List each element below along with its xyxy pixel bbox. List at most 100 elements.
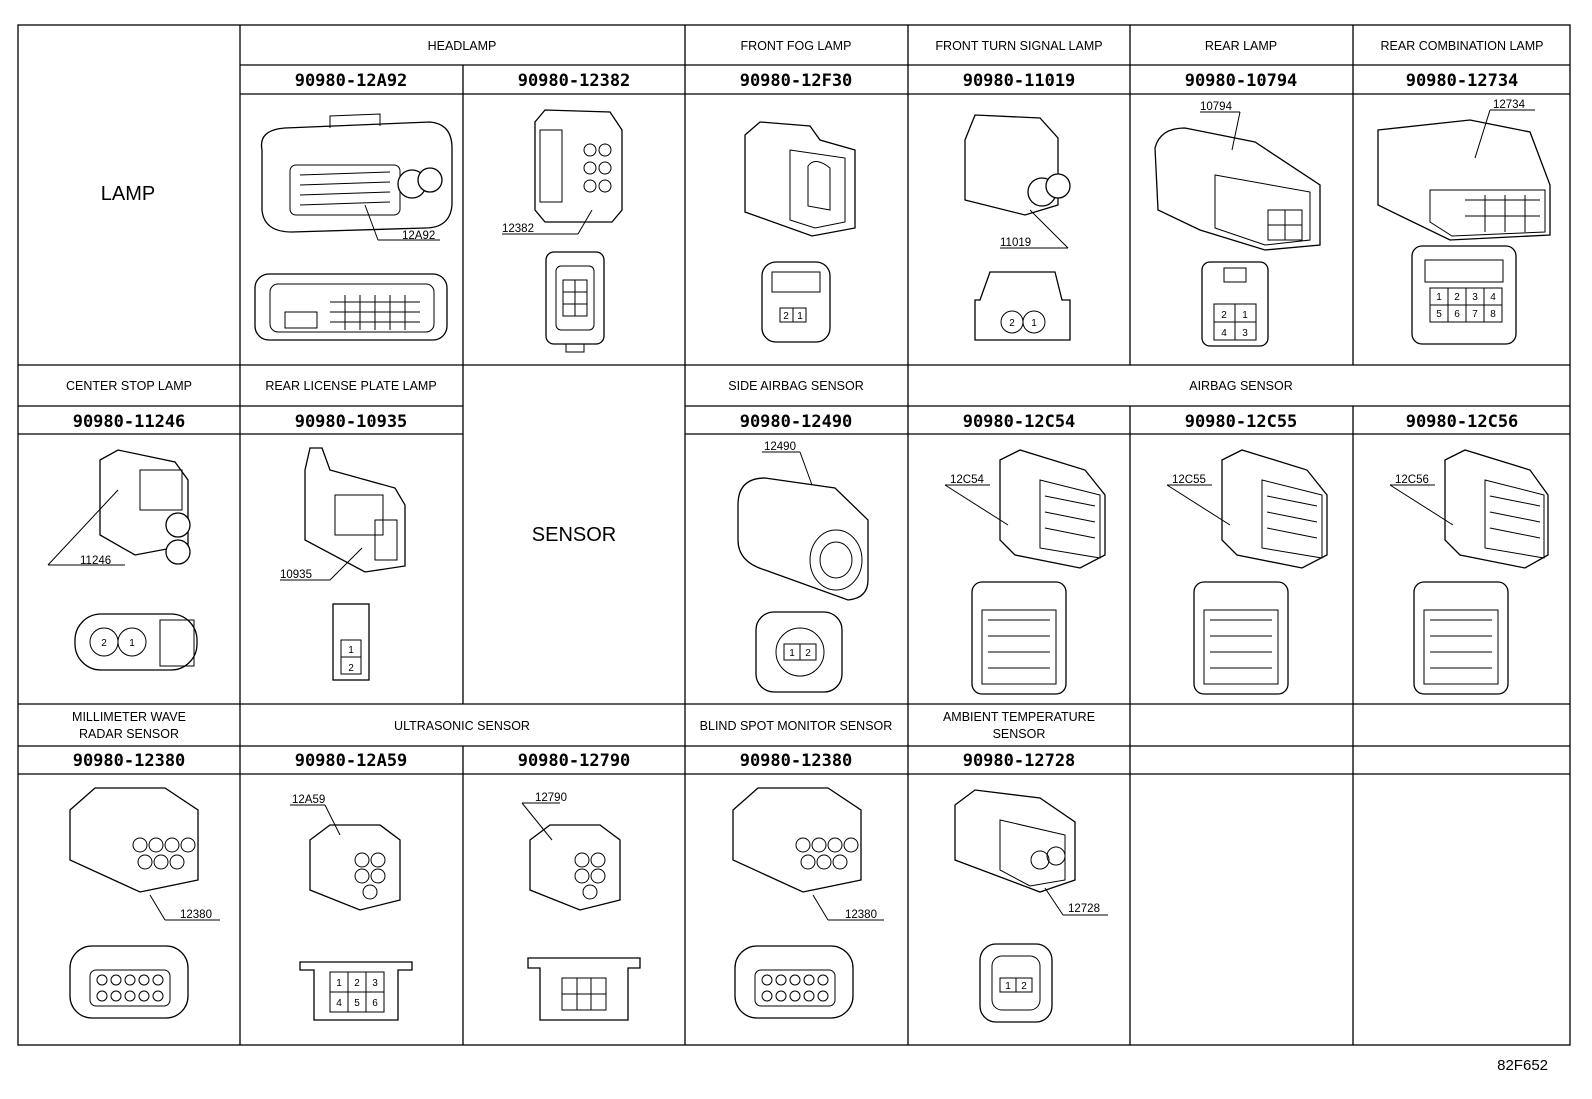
pin-label: 1 [1031, 318, 1037, 329]
connector-12790-drawing: 12790 [521, 792, 641, 1021]
header-front-fog-lamp: FRONT FOG LAMP [741, 39, 852, 53]
connector-12382-drawing: 12382 [502, 109, 623, 353]
header-ambient-sensor: SENSOR [993, 727, 1046, 741]
connector-tag: 12C54 [950, 474, 984, 486]
connector-12734-drawing: 12734 1 2 3 4 5 6 7 8 [1377, 99, 1551, 345]
header-side-airbag-sensor: SIDE AIRBAG SENSOR [728, 379, 863, 393]
part-number: 90980-12728 [963, 751, 1076, 771]
connector-tag: 12490 [764, 441, 796, 453]
pin-label: 6 [1454, 309, 1460, 320]
pin-label: 1 [336, 978, 342, 989]
part-number: 90980-12490 [740, 412, 853, 432]
pin-label: 1 [797, 311, 803, 322]
header-rear-combination-lamp: REAR COMBINATION LAMP [1381, 39, 1544, 53]
pin-label: 4 [336, 998, 342, 1009]
pin-label: 1 [789, 648, 795, 659]
connector-tag: 12380 [180, 909, 212, 921]
pin-label: 3 [1242, 328, 1248, 339]
table-grid [17, 24, 1571, 1046]
header-front-turn-signal-lamp: FRONT TURN SIGNAL LAMP [935, 39, 1102, 53]
pin-label: 2 [1221, 310, 1227, 321]
header-center-stop-lamp: CENTER STOP LAMP [66, 379, 192, 393]
header-rear-lamp: REAR LAMP [1205, 39, 1277, 53]
pin-label: 2 [805, 648, 811, 659]
pin-label: 1 [1242, 310, 1248, 321]
connector-tag: 12734 [1493, 99, 1526, 111]
part-number: 90980-12790 [518, 751, 631, 771]
connector-tag: 12728 [1068, 903, 1100, 915]
pin-label: 4 [1221, 328, 1227, 339]
connector-10794-drawing: 10794 2 1 4 3 [1154, 101, 1321, 347]
pin-label: 2 [348, 663, 354, 674]
part-number: 90980-11019 [963, 71, 1076, 91]
pin-label: 6 [372, 998, 378, 1009]
pin-label: 1 [1436, 292, 1442, 303]
pin-label: 2 [354, 978, 360, 989]
connector-tag: 11019 [1000, 237, 1031, 249]
connector-12F30-drawing: 2 1 [744, 121, 856, 343]
pin-label: 3 [1472, 292, 1478, 303]
pin-label: 7 [1472, 309, 1478, 320]
connector-tag: 10935 [280, 569, 312, 581]
connector-tag: 12A59 [292, 794, 325, 806]
pin-label: 1 [348, 645, 354, 656]
pin-label: 1 [129, 638, 135, 649]
pin-label: 4 [1490, 292, 1496, 303]
header-ultrasonic-sensor: ULTRASONIC SENSOR [394, 719, 530, 733]
pin-label: 5 [1436, 309, 1442, 320]
part-number: 90980-12A92 [295, 71, 408, 91]
header-ambient-temperature: AMBIENT TEMPERATURE [943, 710, 1095, 724]
header-headlamp: HEADLAMP [428, 39, 497, 53]
part-number: 90980-12380 [740, 751, 853, 771]
connector-tag: 12C56 [1395, 474, 1429, 486]
connector-10935-drawing: 10935 1 2 [280, 447, 406, 681]
header-airbag-sensor: AIRBAG SENSOR [1189, 379, 1293, 393]
connector-tag: 11246 [80, 555, 111, 567]
pin-label: 8 [1490, 309, 1496, 320]
connector-11019-drawing: 11019 2 1 [964, 114, 1071, 341]
connector-tag: 12790 [535, 792, 567, 804]
connector-12C54-drawing: 12C54 [944, 449, 1106, 695]
pin-label: 1 [1005, 981, 1011, 992]
connector-11246-drawing: 11246 2 1 [47, 449, 198, 671]
connector-12490-drawing: 12490 1 2 [737, 441, 869, 693]
pin-label: 5 [354, 998, 360, 1009]
part-number: 90980-12C56 [1406, 412, 1519, 432]
header-blind-spot-monitor-sensor: BLIND SPOT MONITOR SENSOR [700, 719, 893, 733]
connector-12380-bsm-drawing: 12380 [732, 787, 884, 1019]
part-number: 90980-12F30 [740, 71, 853, 91]
part-number: 90980-12A59 [295, 751, 408, 771]
figure-code: 82F652 [1497, 1057, 1548, 1074]
pin-label: 3 [372, 978, 378, 989]
part-number: 90980-12C54 [963, 412, 1076, 432]
part-number: 90980-10935 [295, 412, 408, 432]
connector-12A59-drawing: 12A59 1 2 3 4 5 6 [290, 794, 413, 1021]
connector-tag: 12382 [502, 223, 534, 235]
pin-label: 2 [1009, 318, 1015, 329]
connector-12728-drawing: 12728 1 2 [954, 789, 1108, 1023]
header-millimeter-wave: MILLIMETER WAVE [72, 710, 186, 724]
group-label-lamp: LAMP [101, 183, 155, 205]
part-number: 90980-10794 [1185, 71, 1298, 91]
connector-tag: 12C55 [1172, 474, 1206, 486]
connector-12A92-drawing: 12A92 [254, 113, 453, 341]
pin-label: 2 [1021, 981, 1027, 992]
pin-label: 2 [1454, 292, 1460, 303]
part-number: 90980-12382 [518, 71, 631, 91]
connector-12C56-drawing: 12C56 [1389, 449, 1549, 695]
connector-tag: 12380 [845, 909, 877, 921]
header-radar-sensor: RADAR SENSOR [79, 727, 179, 741]
part-number: 90980-12380 [73, 751, 186, 771]
header-rear-license-plate-lamp: REAR LICENSE PLATE LAMP [265, 379, 436, 393]
connector-tag: 12A92 [402, 230, 435, 242]
connector-12380-drawing: 12380 [69, 787, 220, 1019]
part-number: 90980-11246 [73, 412, 186, 432]
pin-label: 2 [101, 638, 107, 649]
part-number: 90980-12C55 [1185, 412, 1298, 432]
connector-tag: 10794 [1200, 101, 1233, 113]
group-label-sensor: SENSOR [532, 524, 616, 546]
connector-12C55-drawing: 12C55 [1166, 449, 1328, 695]
part-number: 90980-12734 [1406, 71, 1519, 91]
pin-label: 2 [783, 311, 789, 322]
